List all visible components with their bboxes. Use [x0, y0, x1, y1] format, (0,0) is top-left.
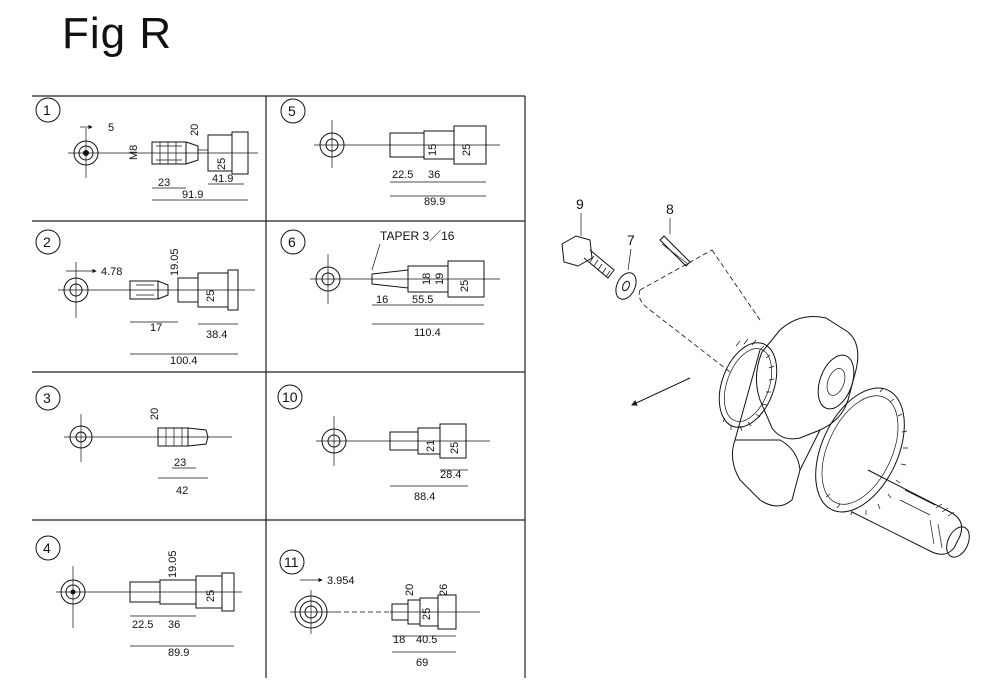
end-view-icon [68, 128, 104, 178]
end-view-icon [314, 120, 350, 168]
panel-number: 10 [282, 389, 298, 405]
crankshaft-exploded-view: 9 7 8 [561, 196, 970, 558]
dim: 16 [376, 294, 388, 306]
panel-number: 4 [43, 540, 51, 556]
panel-grid [32, 95, 526, 678]
dim: 42 [176, 485, 188, 497]
dim: 25 [461, 144, 473, 156]
dim: 20 [189, 124, 201, 136]
panel-10: 10 21 25 28.4 88.4 [277, 384, 490, 503]
dim: 3.954 [327, 575, 355, 587]
panel-3: 3 20 23 42 [35, 385, 232, 497]
dim: 38.4 [206, 329, 227, 341]
dim: 100.4 [170, 355, 198, 367]
dim: 40.5 [416, 634, 437, 646]
dim: 19.05 [169, 248, 181, 276]
dim: 25 [421, 608, 433, 620]
dim: 88.4 [414, 491, 435, 503]
panel-number: 11 [284, 554, 299, 570]
dim: 17 [150, 322, 162, 334]
dim: 110.4 [414, 327, 441, 339]
dim: 89.9 [424, 196, 445, 208]
callout-8: 8 [666, 201, 674, 217]
dim: 25 [449, 442, 461, 454]
dim: 19 [434, 273, 446, 285]
panel-number: 6 [288, 234, 296, 250]
dim: 19.05 [167, 550, 179, 578]
end-view-icon [64, 414, 100, 462]
key-pin-icon [659, 235, 691, 267]
dim: 23 [158, 177, 170, 189]
dim: 22.5 [132, 619, 153, 631]
dim: 69 [416, 657, 428, 669]
panel-11: 11 3.954 20 26 25 18 40.5 69 [279, 549, 480, 669]
end-view-icon [316, 416, 352, 466]
panel-number: 1 [43, 102, 51, 118]
end-view-icon [310, 254, 346, 304]
dim: 20 [149, 408, 161, 420]
dim: 4.78 [101, 266, 122, 278]
dim: 89.9 [168, 647, 189, 659]
end-view-icon [58, 262, 100, 318]
dim: 55.5 [412, 294, 433, 306]
dim: 23 [174, 457, 186, 469]
panel-5: 5 15 25 22.5 36 89.9 [280, 98, 500, 208]
panel-6: 6 TAPER 3／16 18 19 25 16 55.5 110.4 [280, 229, 500, 339]
panel-number: 5 [288, 103, 296, 119]
dim: M8 [128, 145, 140, 160]
callout-9: 9 [576, 196, 584, 212]
dim: 25 [216, 158, 228, 170]
dim: 21 [425, 440, 437, 452]
dim: 18 [421, 273, 433, 285]
dim: 26 [438, 584, 450, 596]
washer-icon [615, 272, 637, 300]
dim: 36 [168, 619, 180, 631]
dim: 25 [205, 290, 217, 302]
dim: 41.9 [212, 173, 233, 185]
figure-title: Fig R [62, 9, 173, 58]
panel-1: 1 5 M8 20 25 23 41.9 91.9 [35, 97, 258, 201]
panel-2: 2 4.78 19.05 25 17 38.4 100.4 [35, 229, 255, 367]
dim: 28.4 [440, 469, 461, 481]
dim: 5 [108, 122, 114, 134]
dim: 25 [205, 590, 217, 602]
dim: 91.9 [182, 189, 203, 201]
crankshaft-icon [731, 316, 970, 558]
callout-7: 7 [627, 232, 635, 248]
end-view-icon [290, 590, 336, 634]
bolt-icon [561, 235, 615, 279]
timing-gear-icon [718, 338, 778, 432]
dim: 15 [427, 144, 439, 156]
panel-4: 4 19.05 25 22.5 36 89.9 [35, 535, 242, 659]
dim: 22.5 [392, 169, 413, 181]
end-view-icon [56, 566, 100, 628]
dim: 36 [428, 169, 440, 181]
dim: 20 [404, 584, 416, 596]
panel-number: 2 [43, 234, 51, 250]
taper-label: TAPER 3／16 [380, 229, 455, 243]
dim: 18 [393, 634, 405, 646]
dim: 25 [459, 280, 471, 292]
panel-number: 3 [43, 390, 51, 406]
